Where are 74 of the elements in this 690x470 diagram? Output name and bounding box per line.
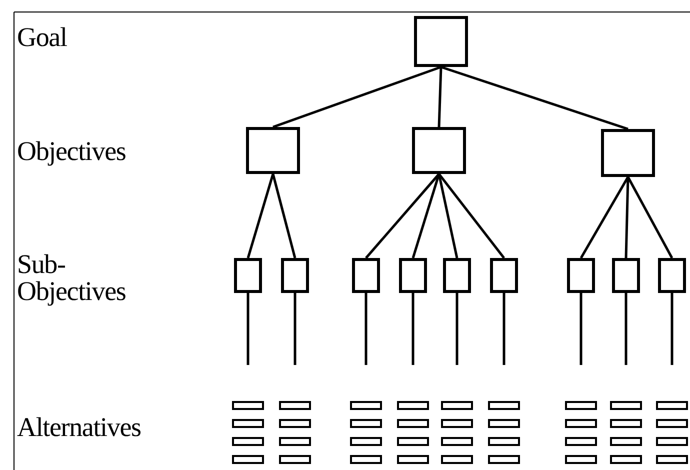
connector-line [412,293,414,365]
hierarchy-box [443,258,471,293]
hierarchy-box [281,258,309,293]
alternative-bar [441,455,473,464]
connector-line [670,293,674,365]
alternative-bar [610,401,642,410]
alternative-bar [232,419,264,428]
alternative-bar [488,401,520,410]
alternative-bar [488,419,520,428]
alternative-bar [279,437,311,446]
connector-line [624,176,630,258]
connector-line [624,293,628,365]
alternative-bar [350,401,382,410]
alternative-bar [397,437,429,446]
alternative-bar [232,455,264,464]
alternative-bar [279,419,311,428]
connector-line [272,66,442,128]
alternative-bar [441,401,473,410]
level-label: Objectives [17,138,127,165]
alternative-bar [279,401,311,410]
alternative-bar [656,419,688,428]
alternative-bar [656,437,688,446]
connector-line [502,293,506,365]
connector-line [272,174,296,258]
connector-line [580,176,630,259]
connector-line [580,293,582,365]
alternative-bar [279,455,311,464]
connector-line [246,174,274,258]
connector-line [365,173,440,259]
alternative-bar [350,419,382,428]
hierarchy-box [246,127,300,174]
alternative-bar [350,437,382,446]
alternative-bar [488,455,520,464]
alternative-bar [565,419,597,428]
alternative-bar [350,455,382,464]
level-label: Alternatives [17,414,142,441]
hierarchy-box [490,258,518,293]
alternative-bar [656,455,688,464]
alternative-bar [397,401,429,410]
connector-line [438,174,458,258]
connector-line [438,173,505,259]
alternative-bar [441,437,473,446]
alternative-bar [565,437,597,446]
alternative-bar [441,419,473,428]
hierarchy-box [601,129,655,177]
alternative-bar [232,437,264,446]
alternative-bar [488,437,520,446]
alternative-bar [397,455,429,464]
hierarchy-box [414,16,468,67]
hierarchy-box [352,258,380,293]
hierarchy-box [658,258,686,293]
alternative-bar [232,401,264,410]
connector-line [246,293,250,365]
alternative-bar [565,455,597,464]
alternative-bar [656,401,688,410]
connector-line [438,66,442,128]
connector-line [364,293,368,365]
connector-line [456,293,458,365]
level-label: Sub- Objectives [17,251,127,305]
level-label: Goal [17,24,68,51]
hierarchy-box [399,258,427,293]
alternative-bar [397,419,429,428]
hierarchy-box [234,258,262,293]
connector-line [412,174,440,258]
connector-line [626,176,674,259]
hierarchy-box [612,258,640,293]
connector-line [294,293,296,365]
alternative-bar [610,419,642,428]
connector-line [440,66,628,130]
hierarchy-box [412,127,466,174]
alternative-bar [610,455,642,464]
alternative-bar [565,401,597,410]
alternative-bar [610,437,642,446]
hierarchy-box [567,258,595,293]
